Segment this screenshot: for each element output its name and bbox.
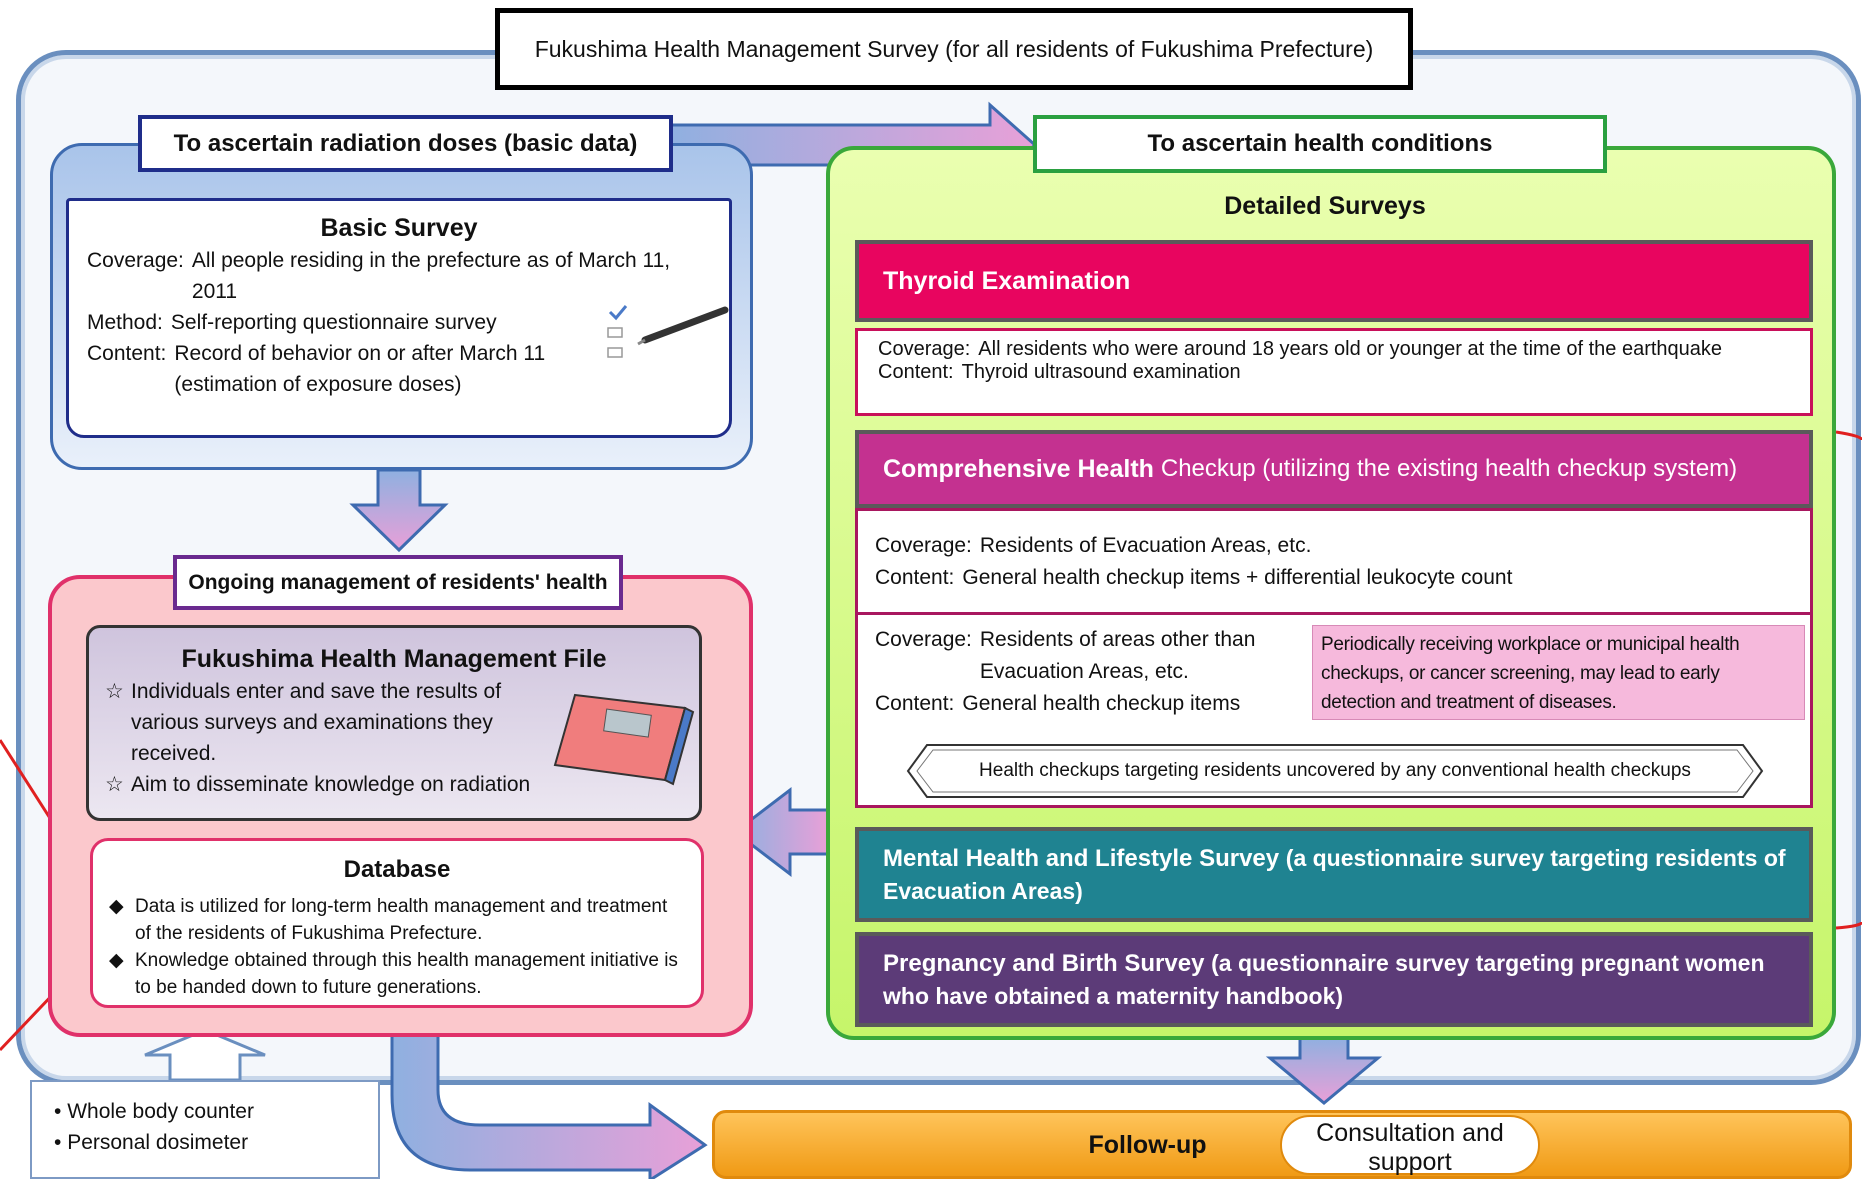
health-header: To ascertain health conditions (1033, 115, 1607, 173)
content-key: Content: (87, 342, 167, 365)
database-item-text: Knowledge obtained through this health m… (135, 950, 678, 998)
device-item: • Personal dosimeter (54, 1131, 249, 1154)
ongoing-header-text: Ongoing management of residents' health (188, 570, 608, 594)
arrow-health-to-followup (1265, 1035, 1383, 1105)
database-item-text: Data is utilized for long-term health ma… (135, 896, 668, 944)
basic-survey-title: Basic Survey (320, 214, 478, 242)
arrow-health-to-ongoing (732, 786, 830, 878)
health-file-title: Fukushima Health Management File (181, 645, 607, 673)
database-item: ◆ Knowledge obtained through this health … (109, 947, 685, 1001)
database-card: Database ◆ Data is utilized for long-term… (90, 838, 704, 1008)
database-item: ◆ Data is utilized for long-term health m… (109, 893, 685, 947)
content-row: Content: General health checkup items (875, 688, 1315, 720)
coverage-value: All people residing in the prefecture as… (191, 249, 671, 303)
health-file-item-text: Individuals enter and save the results o… (131, 680, 502, 765)
health-file-item: ☆ Aim to disseminate knowledge on radiati… (105, 769, 683, 800)
coverage-key: Coverage: (875, 628, 972, 651)
method-value: Self-reporting questionnaire survey (170, 311, 497, 334)
diamond-icon: ◆ (109, 896, 124, 917)
content-value: General health checkup items (962, 692, 1241, 715)
thyroid-title: Thyroid Examination (883, 266, 1131, 295)
device-item-text: Personal dosimeter (67, 1131, 249, 1154)
database-title: Database (343, 856, 451, 883)
mental-subtitle: (a questionnaire survey targeting reside… (883, 844, 1786, 904)
content-value: Record of behavior on or after March 11 … (174, 342, 546, 396)
arrow-basic-to-ongoing (349, 468, 449, 553)
thyroid-bar: Thyroid Examination (855, 240, 1813, 322)
method-key: Method: (87, 311, 163, 334)
comprehensive-group-other: Coverage: Residents of areas other than E… (875, 624, 1315, 720)
ongoing-header: Ongoing management of residents' health (173, 555, 623, 610)
comprehensive-title: Comprehensive Health (883, 454, 1154, 483)
followup-label: Follow-up (1088, 1130, 1207, 1159)
devices-box: • Whole body counter • Personal dosimete… (30, 1080, 380, 1179)
health-file-item: ☆ Individuals enter and save the results … (105, 676, 683, 769)
pregnancy-subtitle: (a questionnaire survey targeting pregna… (883, 949, 1765, 1009)
health-file-item-text: Aim to disseminate knowledge on radiatio… (131, 773, 531, 796)
divider (858, 612, 1810, 615)
content-key: Content: (875, 692, 955, 715)
thyroid-content: Coverage: All residents who were around 1… (855, 328, 1813, 416)
consultation-badge: Consultation and support (1280, 1115, 1540, 1176)
coverage-value: All residents who were around 18 years o… (978, 338, 1723, 360)
coverage-key: Coverage: (87, 249, 184, 272)
comprehensive-subtitle: Checkup (utilizing the existing health c… (1160, 455, 1738, 482)
basic-coverage-row: Coverage: All people residing in the pref… (87, 245, 711, 307)
main-title-text: Fukushima Health Management Survey (for … (534, 35, 1374, 62)
comprehensive-bar: Comprehensive Health Checkup (utilizing … (855, 430, 1813, 508)
coverage-value: Residents of areas other than Evacuation… (979, 628, 1256, 683)
basic-content-row: Content: Record of behavior on or after M… (87, 338, 711, 400)
mental-health-bar: Mental Health and Lifestyle Survey (a qu… (855, 827, 1813, 922)
mental-title: Mental Health and Lifestyle Survey (883, 844, 1280, 872)
arrow-ongoing-to-followup (390, 1033, 708, 1179)
pregnancy-title: Pregnancy and Birth Survey (883, 949, 1205, 977)
coverage-key: Coverage: (878, 338, 971, 360)
content-key: Content: (878, 361, 954, 383)
arrow-devices-to-database (144, 1028, 266, 1082)
hexagon-shape (906, 744, 1764, 798)
basic-method-row: Method: Self-reporting questionnaire surv… (87, 307, 711, 338)
periodic-checkup-note: Periodically receiving workplace or muni… (1312, 625, 1805, 720)
star-icon: ☆ (105, 773, 124, 796)
uncovered-residents-callout: Health checkups targeting residents unco… (905, 742, 1765, 800)
content-value: Thyroid ultrasound examination (961, 361, 1241, 383)
device-item: • Whole body counter (54, 1100, 254, 1123)
main-title: Fukushima Health Management Survey (for … (495, 8, 1413, 90)
health-header-text: To ascertain health conditions (1147, 130, 1493, 157)
device-item-text: Whole body counter (67, 1100, 254, 1123)
red-pointer-line (1835, 921, 1862, 930)
coverage-value: Residents of Evacuation Areas, etc. (979, 534, 1312, 557)
content-value: General health checkup items + different… (962, 566, 1513, 589)
coverage-key: Coverage: (875, 534, 972, 557)
radiation-header: To ascertain radiation doses (basic data… (138, 115, 673, 172)
radiation-header-text: To ascertain radiation doses (basic data… (173, 129, 638, 157)
uncovered-text: Health checkups targeting residents unco… (979, 760, 1691, 781)
red-pointer-line (1835, 430, 1862, 441)
notebook-icon (553, 693, 695, 786)
star-icon: ☆ (105, 680, 124, 703)
coverage-row: Coverage: Residents of areas other than E… (875, 624, 1315, 688)
coverage-row: Coverage: Residents of Evacuation Areas, … (875, 530, 1775, 562)
checklist-pen-icon (607, 305, 729, 358)
content-row: Content: General health checkup items + d… (875, 562, 1775, 594)
thyroid-coverage-row: Coverage: All residents who were around 1… (878, 338, 1790, 361)
pregnancy-bar: Pregnancy and Birth Survey (a questionna… (855, 932, 1813, 1027)
diamond-icon: ◆ (109, 950, 124, 971)
detailed-surveys-title: Detailed Surveys (1224, 191, 1426, 220)
comprehensive-group-evacuation: Coverage: Residents of Evacuation Areas, … (875, 530, 1775, 594)
content-key: Content: (875, 566, 955, 589)
thyroid-content-row: Content: Thyroid ultrasound examination (878, 361, 1790, 384)
basic-survey-card: Basic Survey Coverage: All people residin… (66, 198, 732, 438)
